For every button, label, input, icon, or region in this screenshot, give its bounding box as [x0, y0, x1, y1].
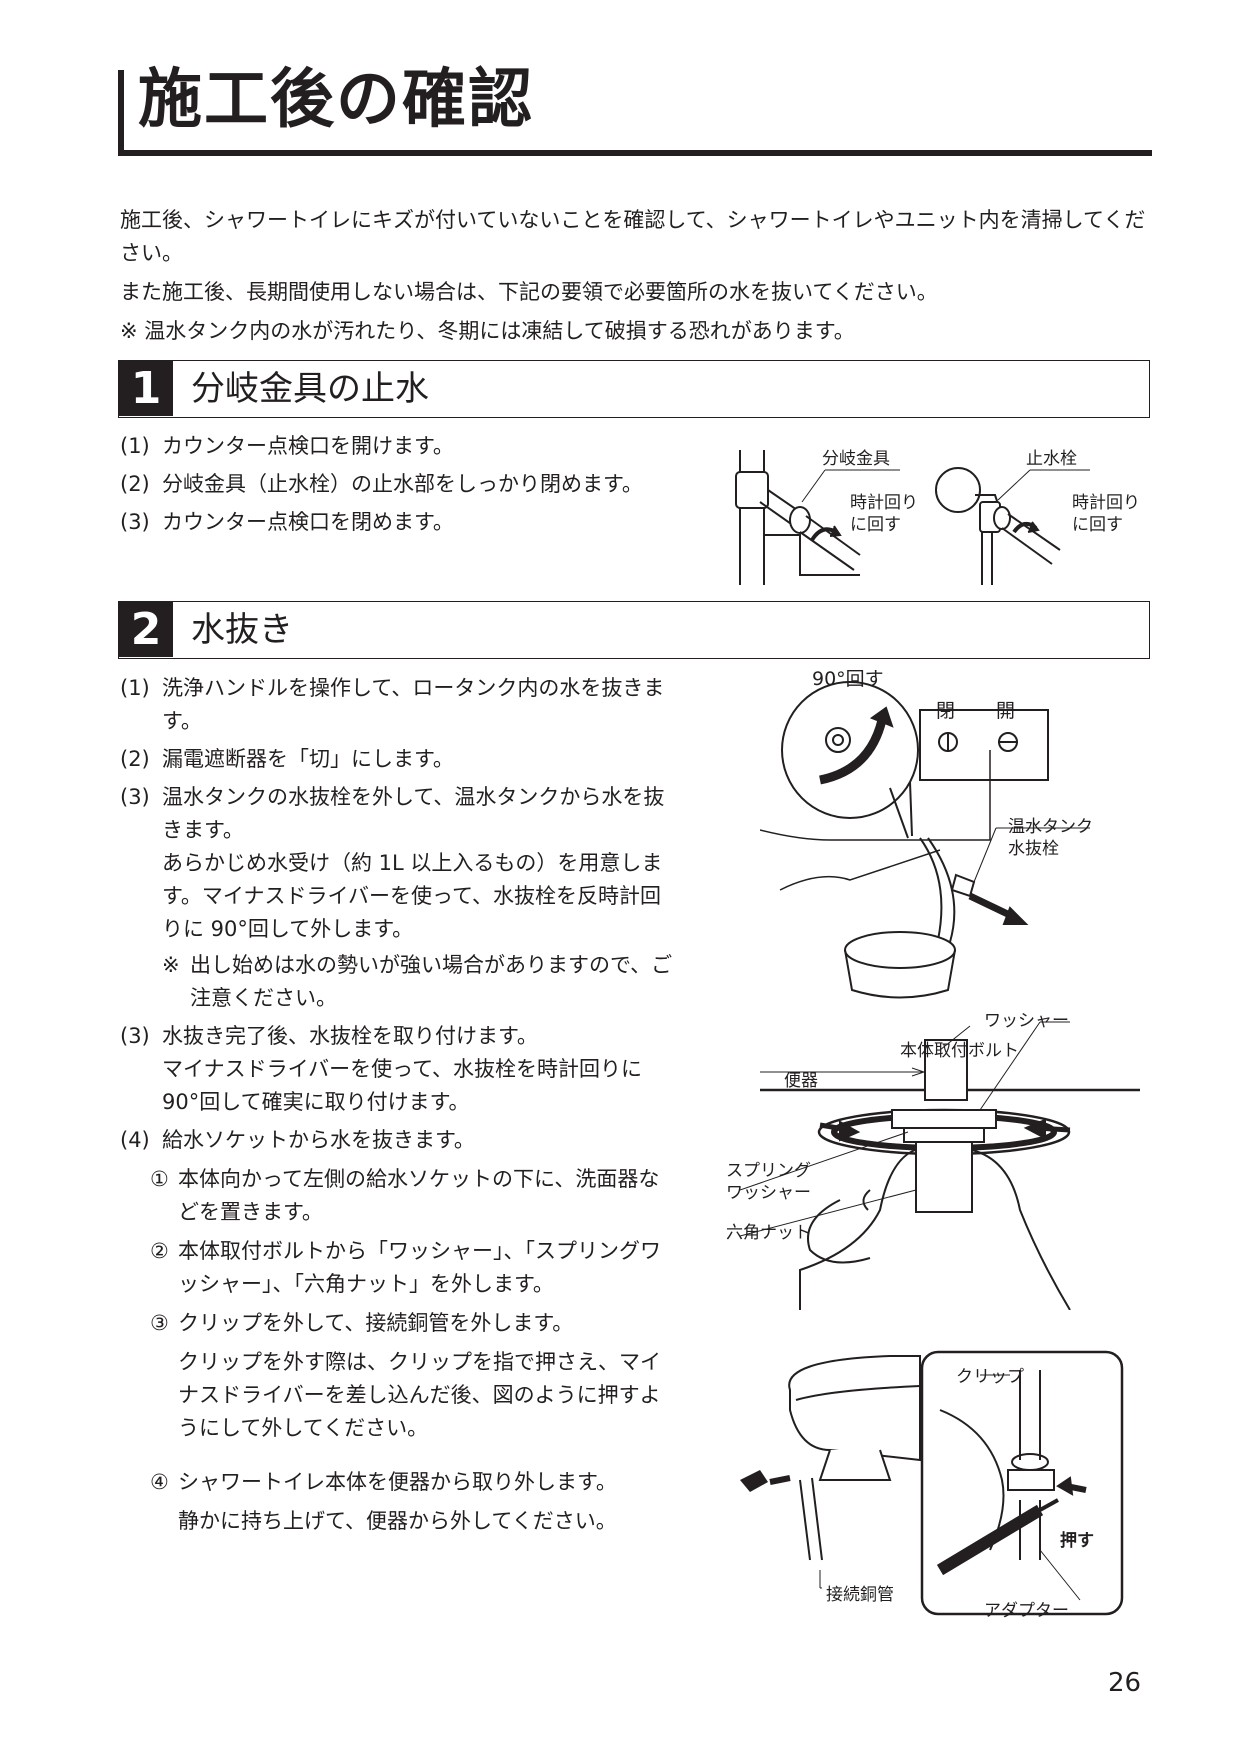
substep-number: ④	[150, 1470, 169, 1494]
intro-line-2: また施工後、長期間使用しない場合は、下記の要領で必要箇所の水を抜いてください。	[120, 280, 938, 304]
step-item: (3) カウンター点検口を閉めます。	[120, 506, 720, 539]
substep-text: 本体向かって左側の給水ソケットの下に、洗面器などを置きます。	[178, 1167, 660, 1224]
section-1-header: 1 分岐金具の止水	[118, 360, 1150, 418]
step-text: 給水ソケットから水を抜きます。	[162, 1128, 475, 1152]
label-drain-plug-line1: 温水タンク	[1008, 817, 1093, 837]
label-hex-nut: 六角ナット	[726, 1223, 811, 1243]
label-bowl: 便器	[784, 1071, 818, 1091]
section-2-steps: (1) 洗浄ハンドルを操作して、ロータンク内の水を抜きます。 (2) 漏電遮断器…	[120, 672, 680, 1559]
label-closed: 閉	[936, 700, 956, 722]
label-rotate-1-line1: 時計回り	[850, 493, 918, 513]
step-text: カウンター点検口を開けます。	[162, 434, 454, 458]
label-washer: ワッシャー	[984, 1011, 1069, 1031]
substep-number: ②	[150, 1239, 169, 1263]
intro-line-3: ※ 温水タンク内の水が汚れたり、冬期には凍結して破損する恐れがあります。	[120, 319, 855, 343]
step-text: 温水タンクの水抜栓を外して、温水タンクから水を抜きます。	[162, 785, 665, 842]
substep-detail: 静かに持ち上げて、便器から外してください。	[178, 1509, 617, 1533]
section-2-title: 水抜き	[191, 610, 293, 650]
substep-item: ② 本体取付ボルトから「ワッシャー」、「スプリングワッシャー」、「六角ナット」を…	[150, 1235, 680, 1301]
step-text: 漏電遮断器を「切」にします。	[162, 747, 454, 771]
section-1-steps: (1) カウンター点検口を開けます。 (2) 分岐金具（止水栓）の止水部をしっか…	[120, 430, 720, 544]
substep-text: 本体取付ボルトから「ワッシャー」、「スプリングワッシャー」、「六角ナット」を外し…	[178, 1239, 661, 1296]
mounting-bolt-figure	[740, 1021, 1140, 1310]
step-number: (3)	[120, 785, 150, 809]
label-rotate-90: 90°回す	[812, 668, 884, 690]
label-rotate-1-line2: に回す	[850, 515, 901, 535]
step-detail: あらかじめ水受け（約 1L 以上入るもの）を用意します。マイナスドライバーを使っ…	[162, 851, 663, 941]
label-adapter: アダプター	[984, 1601, 1069, 1621]
section-1-number: 1	[119, 361, 173, 416]
step-number: (1)	[120, 434, 150, 458]
clip-removal-figure	[740, 1350, 1124, 1616]
intro-line-1: 施工後、シャワートイレにキズが付いていないことを確認して、シャワートイレやユニッ…	[120, 208, 1146, 265]
substep-text: シャワートイレ本体を便器から取り外します。	[178, 1470, 617, 1494]
title-accent-bar	[118, 70, 124, 155]
step-number: (1)	[120, 676, 150, 700]
note-mark: ※	[162, 953, 180, 977]
label-rotate-2-line2: に回す	[1072, 515, 1123, 535]
section-2-number: 2	[119, 602, 173, 657]
label-open: 開	[996, 700, 1016, 722]
step-number: (2)	[120, 747, 150, 771]
step-item: (2) 漏電遮断器を「切」にします。	[120, 743, 680, 776]
label-copper-pipe: 接続銅管	[826, 1585, 894, 1605]
label-rotate-2-line1: 時計回り	[1072, 493, 1140, 513]
step-text: 分岐金具（止水栓）の止水部をしっかり閉めます。	[162, 472, 643, 496]
label-clip: クリップ	[956, 1367, 1024, 1387]
step-text: 水抜き完了後、水抜栓を取り付けます。	[162, 1024, 538, 1048]
substep-number: ①	[150, 1167, 169, 1191]
step-item: (4) 給水ソケットから水を抜きます。	[120, 1124, 680, 1157]
step-number: (2)	[120, 472, 150, 496]
step-number: (3)	[120, 1024, 150, 1048]
step-detail: マイナスドライバーを使って、水抜栓を時計回りに 90°回して確実に取り付けます。	[162, 1057, 643, 1114]
step-number: (3)	[120, 510, 150, 534]
page-title: 施工後の確認	[138, 63, 534, 137]
substep-text: クリップを外して、接続銅管を外します。	[178, 1311, 574, 1335]
substep-number: ③	[150, 1311, 169, 1335]
label-spring-washer-line2: ワッシャー	[726, 1183, 811, 1203]
label-drain-plug-line2: 水抜栓	[1008, 839, 1059, 859]
substep-item: ④ シャワートイレ本体を便器から取り外します。 静かに持ち上げて、便器から外して…	[150, 1466, 680, 1538]
label-push: 押す	[1060, 1531, 1094, 1551]
substep-item: ③ クリップを外して、接続銅管を外します。 クリップを外す際は、クリップを指で押…	[150, 1307, 680, 1445]
step-item: (3) 水抜き完了後、水抜栓を取り付けます。 マイナスドライバーを使って、水抜栓…	[120, 1020, 680, 1119]
step-text: カウンター点検口を閉めます。	[162, 510, 454, 534]
step-item: (1) カウンター点検口を開けます。	[120, 430, 720, 463]
label-mounting-bolt: 本体取付ボルト	[900, 1041, 1019, 1061]
title-underline	[118, 150, 1152, 156]
intro-text: 施工後、シャワートイレにキズが付いていないことを確認して、シャワートイレやユニッ…	[120, 204, 1150, 354]
label-spring-washer-line1: スプリング	[726, 1161, 811, 1181]
drain-plug-figure	[760, 681, 1090, 999]
substep-detail: クリップを外す際は、クリップを指で押さえ、マイナスドライバーを差し込んだ後、図の…	[178, 1350, 661, 1440]
label-branch-fitting: 分岐金具	[822, 449, 890, 469]
label-stop-valve: 止水栓	[1026, 449, 1077, 469]
note-text: 出し始めは水の勢いが強い場合がありますので、ご注意ください。	[190, 953, 673, 1010]
substep-item: ① 本体向かって左側の給水ソケットの下に、洗面器などを置きます。	[150, 1163, 680, 1229]
step-number: (4)	[120, 1128, 150, 1152]
step-note: ※ 出し始めは水の勢いが強い場合がありますので、ご注意ください。	[162, 949, 680, 1015]
branch-fitting-figure	[735, 450, 1090, 585]
section-2-header: 2 水抜き	[118, 601, 1150, 659]
step-item: (2) 分岐金具（止水栓）の止水部をしっかり閉めます。	[120, 468, 720, 501]
page-number: 26	[1108, 1668, 1142, 1698]
step-item: (1) 洗浄ハンドルを操作して、ロータンク内の水を抜きます。	[120, 672, 680, 738]
step-item: (3) 温水タンクの水抜栓を外して、温水タンクから水を抜きます。 あらかじめ水受…	[120, 781, 680, 1015]
step-text: 洗浄ハンドルを操作して、ロータンク内の水を抜きます。	[162, 676, 665, 733]
section-1-title: 分岐金具の止水	[191, 369, 429, 409]
